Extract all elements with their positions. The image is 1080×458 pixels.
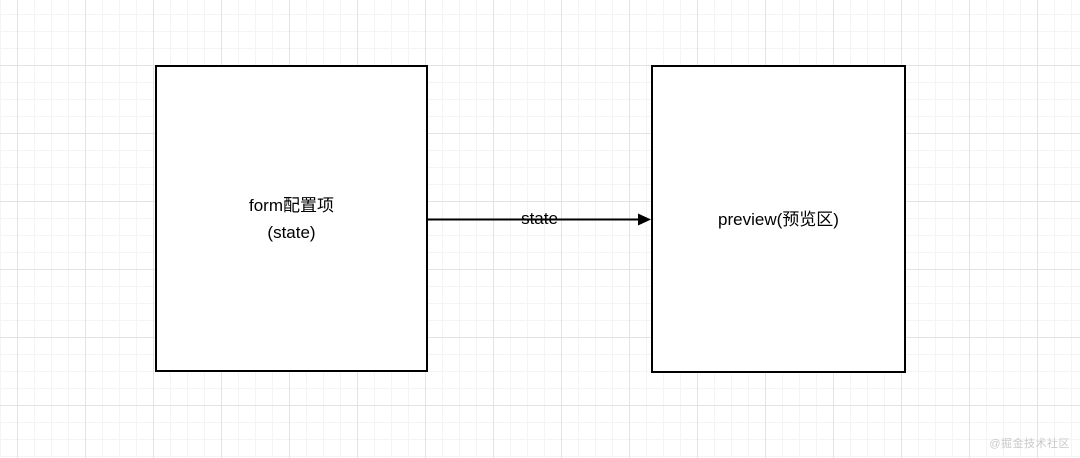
juejin-watermark: @掘金技术社区 (989, 438, 1070, 450)
arrow-head-icon (638, 213, 651, 226)
node-form-config-label-line2: (state) (267, 222, 316, 242)
node-form-config-label-line1: form配置项 (249, 195, 334, 215)
node-form-config: form配置项 (state) (155, 65, 428, 372)
state-arrow (428, 213, 651, 226)
node-preview-label: preview(预览区) (718, 209, 839, 229)
node-preview: preview(预览区) (651, 65, 906, 373)
